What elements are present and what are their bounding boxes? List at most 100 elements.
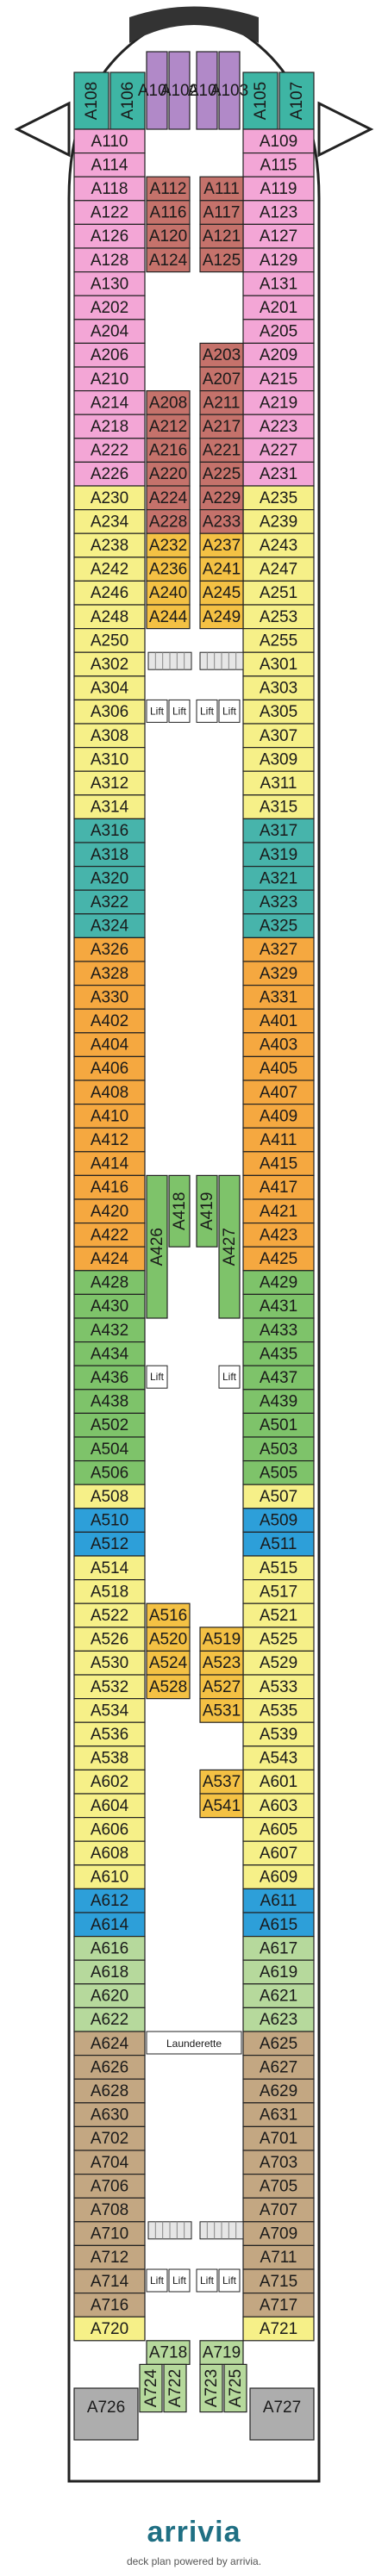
cabin-a720[interactable]: A720 xyxy=(73,2316,146,2342)
cabin-a526[interactable]: A526 xyxy=(73,1627,146,1652)
cabin-a206[interactable]: A206 xyxy=(73,342,146,368)
cabin-a407[interactable]: A407 xyxy=(242,1080,315,1105)
cabin-a216[interactable]: A216 xyxy=(146,438,191,463)
cabin-a328[interactable]: A328 xyxy=(73,961,146,986)
cabin-a608[interactable]: A608 xyxy=(73,1840,146,1866)
cabin-a606[interactable]: A606 xyxy=(73,1817,146,1842)
cabin-a508[interactable]: A508 xyxy=(73,1484,146,1509)
cabin-a117[interactable]: A117 xyxy=(199,200,244,226)
cabin-a224[interactable]: A224 xyxy=(146,485,191,511)
cabin-a202[interactable]: A202 xyxy=(73,295,146,320)
cabin-a246[interactable]: A246 xyxy=(73,580,146,606)
cabin-a422[interactable]: A422 xyxy=(73,1222,146,1248)
cabin-a243[interactable]: A243 xyxy=(242,532,315,558)
cabin-a602[interactable]: A602 xyxy=(73,1769,146,1795)
cabin-a412[interactable]: A412 xyxy=(73,1127,146,1153)
cabin-a317[interactable]: A317 xyxy=(242,818,315,843)
cabin-a406[interactable]: A406 xyxy=(73,1055,146,1081)
cabin-a201[interactable]: A201 xyxy=(242,295,315,320)
cabin-a235[interactable]: A235 xyxy=(242,485,315,511)
cabin-a621[interactable]: A621 xyxy=(242,1983,315,2009)
cabin-a426[interactable]: A426 xyxy=(146,1174,168,1319)
cabin-a303[interactable]: A303 xyxy=(242,675,315,700)
cabin-a428[interactable]: A428 xyxy=(73,1270,146,1296)
cabin-a220[interactable]: A220 xyxy=(146,461,191,487)
cabin-a505[interactable]: A505 xyxy=(242,1459,315,1485)
cabin-a628[interactable]: A628 xyxy=(73,2078,146,2104)
cabin-a537[interactable]: A537 xyxy=(199,1769,244,1795)
cabin-a620[interactable]: A620 xyxy=(73,1983,146,2009)
cabin-a204[interactable]: A204 xyxy=(73,319,146,344)
cabin-a701[interactable]: A701 xyxy=(242,2125,315,2151)
cabin-a507[interactable]: A507 xyxy=(242,1484,315,1509)
cabin-a231[interactable]: A231 xyxy=(242,461,315,487)
cabin-a122[interactable]: A122 xyxy=(73,200,146,226)
cabin-a436[interactable]: A436 xyxy=(73,1365,146,1391)
cabin-a619[interactable]: A619 xyxy=(242,1959,315,1985)
cabin-a509[interactable]: A509 xyxy=(242,1508,315,1534)
cabin-a627[interactable]: A627 xyxy=(242,2055,315,2080)
cabin-a108[interactable]: A108 xyxy=(73,72,110,130)
cabin-a253[interactable]: A253 xyxy=(242,604,315,630)
cabin-a716[interactable]: A716 xyxy=(73,2293,146,2318)
cabin-a707[interactable]: A707 xyxy=(242,2197,315,2223)
cabin-a431[interactable]: A431 xyxy=(242,1293,315,1319)
cabin-a316[interactable]: A316 xyxy=(73,818,146,843)
cabin-a251[interactable]: A251 xyxy=(242,580,315,606)
cabin-a709[interactable]: A709 xyxy=(242,2221,315,2247)
cabin-a519[interactable]: A519 xyxy=(199,1627,244,1652)
cabin-a607[interactable]: A607 xyxy=(242,1840,315,1866)
cabin-a521[interactable]: A521 xyxy=(242,1602,315,1628)
cabin-a325[interactable]: A325 xyxy=(242,913,315,939)
cabin-a417[interactable]: A417 xyxy=(242,1174,315,1200)
cabin-a302[interactable]: A302 xyxy=(73,651,146,677)
cabin-a416[interactable]: A416 xyxy=(73,1174,146,1200)
cabin-a205[interactable]: A205 xyxy=(242,319,315,344)
cabin-a401[interactable]: A401 xyxy=(242,1008,315,1034)
cabin-a229[interactable]: A229 xyxy=(199,485,244,511)
cabin-a104[interactable]: A104 xyxy=(138,51,177,130)
cabin-a624[interactable]: A624 xyxy=(73,2031,146,2056)
cabin-a524[interactable]: A524 xyxy=(146,1650,191,1676)
cabin-a717[interactable]: A717 xyxy=(242,2293,315,2318)
cabin-a309[interactable]: A309 xyxy=(242,746,315,772)
cabin-a414[interactable]: A414 xyxy=(73,1151,146,1177)
cabin-a101[interactable]: A101 xyxy=(188,51,226,130)
cabin-a109[interactable]: A109 xyxy=(242,128,315,154)
cabin-a722[interactable]: A722 xyxy=(163,2363,187,2413)
cabin-a227[interactable]: A227 xyxy=(242,438,315,463)
cabin-a706[interactable]: A706 xyxy=(73,2174,146,2199)
cabin-a523[interactable]: A523 xyxy=(199,1650,244,1676)
cabin-a116[interactable]: A116 xyxy=(146,200,191,226)
cabin-a102[interactable]: A102 xyxy=(160,51,198,130)
cabin-a611[interactable]: A611 xyxy=(242,1888,315,1913)
cabin-a214[interactable]: A214 xyxy=(73,390,146,415)
cabin-a209[interactable]: A209 xyxy=(242,342,315,368)
cabin-a241[interactable]: A241 xyxy=(199,557,244,582)
cabin-a250[interactable]: A250 xyxy=(73,627,146,653)
cabin-a527[interactable]: A527 xyxy=(199,1674,244,1700)
cabin-a421[interactable]: A421 xyxy=(242,1198,315,1224)
cabin-a504[interactable]: A504 xyxy=(73,1436,146,1462)
cabin-a622[interactable]: A622 xyxy=(73,2007,146,2032)
cabin-a715[interactable]: A715 xyxy=(242,2268,315,2294)
cabin-a222[interactable]: A222 xyxy=(73,438,146,463)
cabin-a541[interactable]: A541 xyxy=(199,1793,244,1819)
cabin-a409[interactable]: A409 xyxy=(242,1103,315,1129)
cabin-a533[interactable]: A533 xyxy=(242,1674,315,1700)
cabin-a623[interactable]: A623 xyxy=(242,2007,315,2032)
cabin-a255[interactable]: A255 xyxy=(242,627,315,653)
cabin-a123[interactable]: A123 xyxy=(242,200,315,226)
cabin-a127[interactable]: A127 xyxy=(242,223,315,249)
cabin-a240[interactable]: A240 xyxy=(146,580,191,606)
cabin-a604[interactable]: A604 xyxy=(73,1793,146,1819)
cabin-a211[interactable]: A211 xyxy=(199,390,244,415)
cabin-a112[interactable]: A112 xyxy=(146,176,191,202)
cabin-a520[interactable]: A520 xyxy=(146,1627,191,1652)
cabin-a512[interactable]: A512 xyxy=(73,1531,146,1557)
cabin-a704[interactable]: A704 xyxy=(73,2150,146,2175)
cabin-a218[interactable]: A218 xyxy=(73,414,146,439)
cabin-a419[interactable]: A419 xyxy=(196,1174,218,1248)
cabin-a532[interactable]: A532 xyxy=(73,1674,146,1700)
cabin-a703[interactable]: A703 xyxy=(242,2150,315,2175)
